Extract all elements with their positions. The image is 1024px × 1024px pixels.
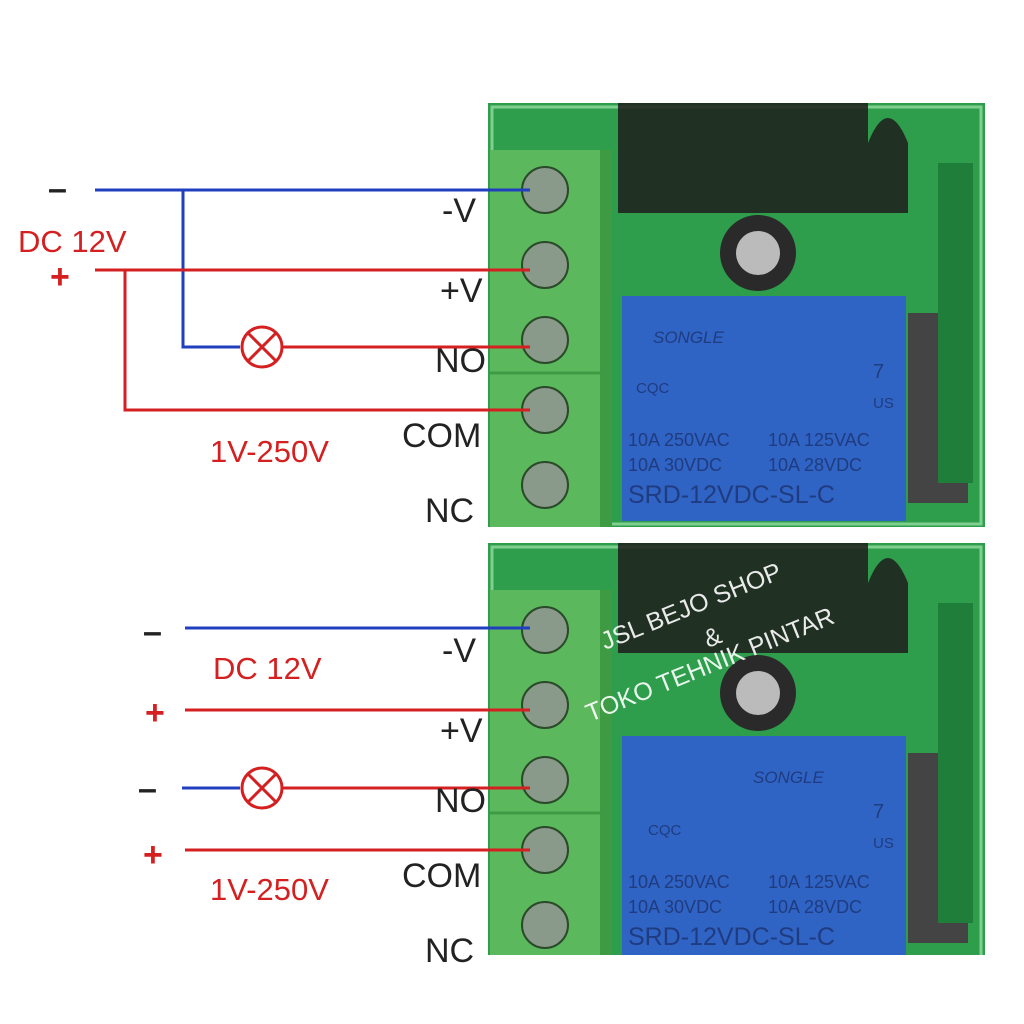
label-text: 10A 28VDC — [768, 897, 862, 917]
top-terminal-labels: -V +V NO COM NC — [402, 192, 486, 530]
bottom-terminal-labels: -V +V NO COM NC — [402, 632, 486, 970]
relay-board-top: SONGLE CQC 7 US 10A 250VAC 10A 125VAC 10… — [486, 101, 987, 530]
top-wiring — [95, 188, 530, 412]
lamp-icon — [240, 325, 284, 369]
bottom-wiring — [182, 626, 530, 852]
label-text: COM — [402, 857, 481, 895]
minus-sign: – — [48, 170, 67, 208]
label-text: +V — [440, 712, 483, 750]
label-text: US — [873, 395, 894, 412]
label-text: NO — [435, 342, 486, 380]
label-text: 7 — [873, 361, 884, 383]
label-text: 10A 125VAC — [768, 430, 870, 450]
label-text: SONGLE — [653, 328, 725, 347]
plus-sign: + — [143, 836, 163, 874]
wire-lamp-negative — [181, 190, 240, 349]
label-text: 10A 125VAC — [768, 872, 870, 892]
label-text: SRD-12VDC-SL-C — [628, 923, 835, 951]
label-text: SONGLE — [753, 768, 825, 787]
label-text: 10A 30VDC — [628, 897, 722, 917]
supply-label: DC 12V — [18, 224, 127, 259]
label-text: -V — [442, 632, 476, 670]
label-text: COM — [402, 417, 481, 455]
label-text: 10A 250VAC — [628, 872, 730, 892]
minus-sign: – — [143, 613, 162, 651]
minus-sign: – — [138, 770, 157, 808]
lamp-icon — [240, 766, 284, 810]
label-text: 10A 250VAC — [628, 430, 730, 450]
wire-com — [123, 270, 530, 412]
plus-sign: + — [145, 694, 165, 732]
plus-sign: + — [50, 258, 70, 296]
label-text: CQC — [648, 822, 682, 839]
label-text: 10A 30VDC — [628, 455, 722, 475]
label-text: NC — [425, 492, 474, 530]
label-text: 7 — [873, 801, 884, 823]
label-text: CQC — [636, 380, 670, 397]
label-text: SRD-12VDC-SL-C — [628, 481, 835, 509]
label-text: 10A 28VDC — [768, 455, 862, 475]
supply-label: DC 12V — [213, 651, 322, 686]
label-text: +V — [440, 272, 483, 310]
load-range-label: 1V-250V — [210, 434, 329, 469]
load-range-label: 1V-250V — [210, 872, 329, 907]
label-text: NC — [425, 932, 474, 970]
label-text: US — [873, 835, 894, 852]
label-text: NO — [435, 782, 486, 820]
label-text: -V — [442, 192, 476, 230]
relay-board-bottom: SONGLE CQC 7 US 10A 250VAC 10A 125VAC 10… — [486, 541, 987, 970]
